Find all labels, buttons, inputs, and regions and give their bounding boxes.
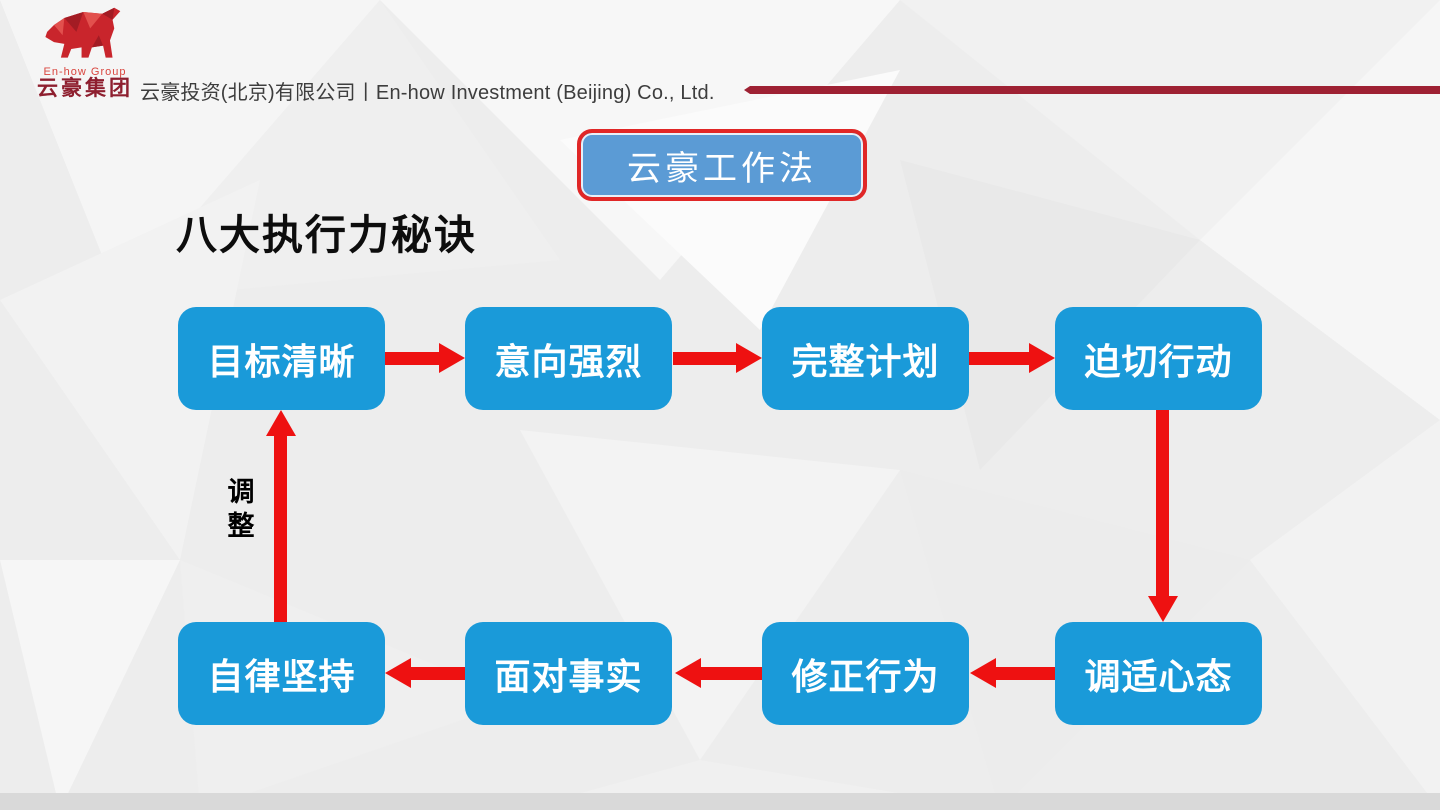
slide-subtitle: 八大执行力秘诀 xyxy=(176,212,477,258)
flow-box-complete-plan: 完整计划 xyxy=(762,307,969,410)
arrow-right-3-shaft xyxy=(968,352,1029,365)
logo-group-name-cn: 云豪集团 xyxy=(37,77,133,100)
company-logo: En-how Group 云豪集团 xyxy=(35,6,135,100)
header-accent-line xyxy=(744,86,1440,94)
arrow-left-2-head xyxy=(675,658,701,688)
loop-adjust-label: 调整 xyxy=(227,477,255,541)
flow-box-face-facts: 面对事实 xyxy=(465,622,672,725)
arrow-left-1-shaft xyxy=(996,667,1057,680)
flow-box-strong-intent: 意向强烈 xyxy=(465,307,672,410)
arrow-down-head xyxy=(1148,596,1178,622)
arrow-left-3-head xyxy=(385,658,411,688)
arrow-right-3-head xyxy=(1029,343,1055,373)
arrow-up-shaft xyxy=(274,436,287,624)
flow-box-self-discipline: 自律坚持 xyxy=(178,622,385,725)
flow-box-urgent-action: 迫切行动 xyxy=(1055,307,1262,410)
flow-box-goal-clear: 目标清晰 xyxy=(178,307,385,410)
workflow-title-badge: 云豪工作法 xyxy=(577,129,867,201)
arrow-right-1-shaft xyxy=(383,352,439,365)
company-name-line: 云豪投资(北京)有限公司丨En-how Investment (Beijing)… xyxy=(140,82,715,104)
flow-box-adjust-mindset: 调适心态 xyxy=(1055,622,1262,725)
arrow-up-head xyxy=(266,410,296,436)
arrow-left-1-head xyxy=(970,658,996,688)
flow-box-correct-behavior: 修正行为 xyxy=(762,622,969,725)
logo-group-name-en: En-how Group xyxy=(43,66,127,78)
arrow-down-shaft xyxy=(1156,408,1169,596)
bull-icon xyxy=(45,7,121,58)
arrow-left-3-shaft xyxy=(411,667,467,680)
arrow-right-1-head xyxy=(439,343,465,373)
arrow-right-2-shaft xyxy=(673,352,736,365)
arrow-left-2-shaft xyxy=(701,667,764,680)
footer-bar xyxy=(0,793,1440,810)
arrow-right-2-head xyxy=(736,343,762,373)
